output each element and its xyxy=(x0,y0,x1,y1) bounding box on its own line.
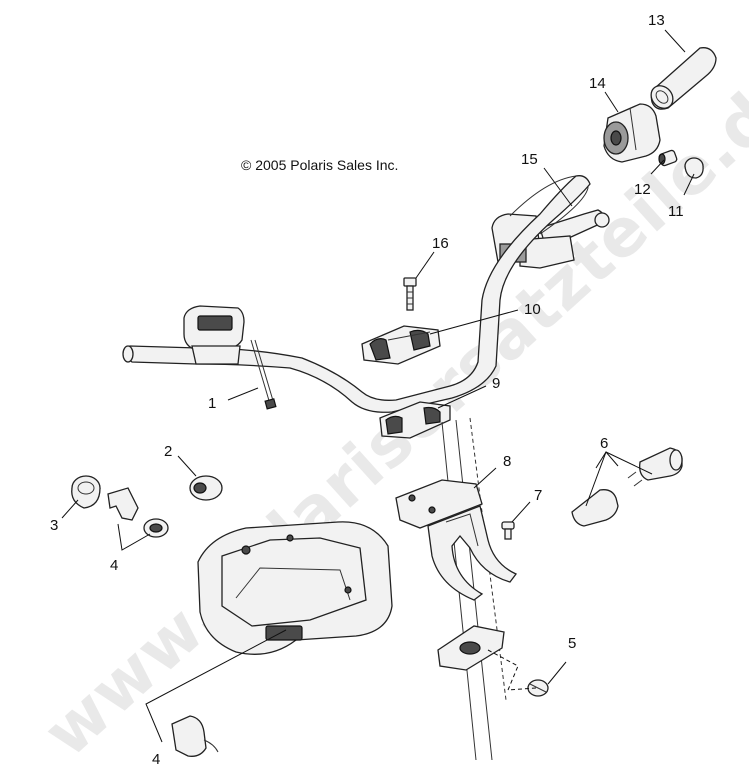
end-cap-part-11 xyxy=(684,157,704,179)
handlebar-lower-clamp-part xyxy=(379,401,451,439)
fitting-part-5 xyxy=(527,679,549,697)
callout-13: 13 xyxy=(648,12,665,29)
callout-6: 6 xyxy=(600,435,608,452)
callout-4-lower: 4 xyxy=(152,751,160,768)
handlebar-part xyxy=(122,175,591,413)
callout-9: 9 xyxy=(492,375,500,392)
key-switch-part-4a xyxy=(107,487,169,538)
switch-part-6 xyxy=(571,447,683,527)
callout-16: 16 xyxy=(432,235,449,252)
column-plate-part xyxy=(437,625,505,671)
handlebar-upper-clamp-part xyxy=(361,325,441,365)
callout-7: 7 xyxy=(534,487,542,504)
callout-2: 2 xyxy=(164,443,172,460)
bolt-part-1 xyxy=(250,339,277,410)
connector-part-4b xyxy=(171,715,219,757)
copyright-text: © 2005 Polaris Sales Inc. xyxy=(241,157,398,173)
leader-lines xyxy=(61,29,695,743)
indicator-light-part-3 xyxy=(71,475,101,509)
bushing-part-12 xyxy=(658,149,678,167)
callouts: 13 14 15 12 11 16 10 9 1 2 8 6 7 3 4 5 4 xyxy=(50,12,684,768)
throttle-housing-part xyxy=(603,103,661,163)
callout-12: 12 xyxy=(634,181,651,198)
mounting-bracket-part xyxy=(395,479,518,601)
bolt-part-16 xyxy=(403,277,417,311)
callout-8: 8 xyxy=(503,453,511,470)
pod-housing-part xyxy=(197,521,393,655)
callout-3: 3 xyxy=(50,517,58,534)
screw-part-7 xyxy=(501,521,515,540)
callout-10: 10 xyxy=(524,301,541,318)
grip-tube-part xyxy=(650,47,717,110)
callout-14: 14 xyxy=(589,75,606,92)
callout-11: 11 xyxy=(668,203,684,220)
callout-1: 1 xyxy=(208,395,216,412)
callout-15: 15 xyxy=(521,151,538,168)
callout-5: 5 xyxy=(568,635,576,652)
grommet-part-2 xyxy=(189,475,223,501)
callout-4-upper: 4 xyxy=(110,557,118,574)
